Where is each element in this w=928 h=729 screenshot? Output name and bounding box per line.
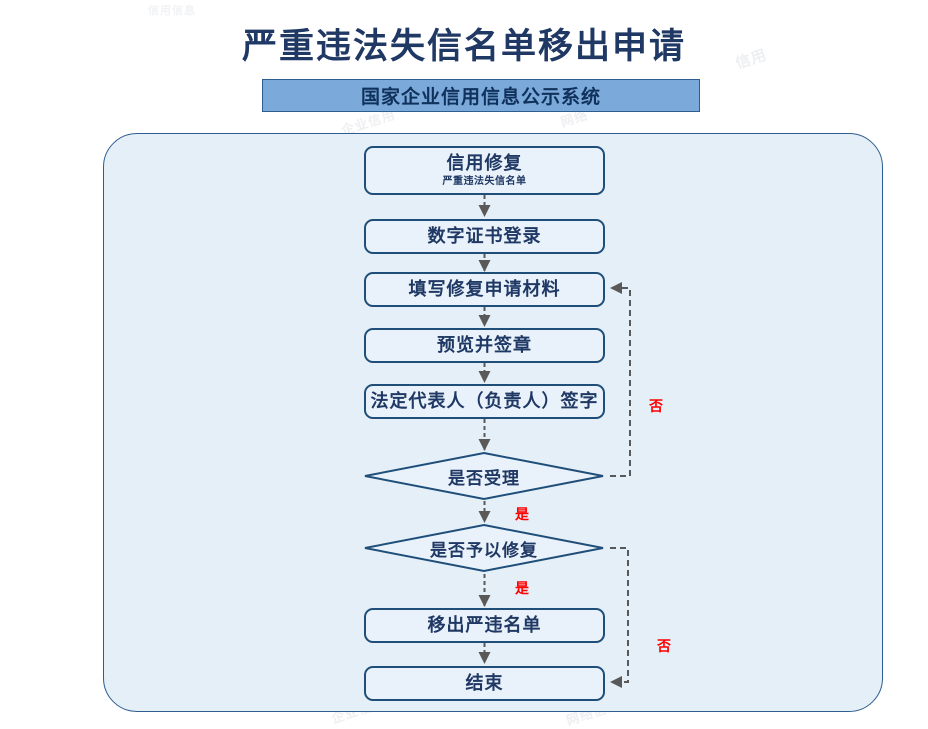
node-fill-materials[interactable]: 填写修复申请材料 [364,272,605,307]
node-credit-repair-subtitle: 严重违法失信名单 [442,175,527,187]
page-title: 严重违法失信名单移出申请 [241,27,686,67]
node-remove-listing-title: 移出严违名单 [427,614,542,636]
node-accept-decision-title: 是否受理 [448,468,520,489]
node-preview-seal[interactable]: 预览并签章 [364,328,605,363]
repair-decision-diamond-shape [364,523,604,573]
branch-label-repair-no: 否 [657,639,672,655]
node-repair-decision-title: 是否予以修复 [430,540,538,561]
node-end[interactable]: 结束 [364,666,605,701]
branch-label-accept-yes: 是 [515,507,530,523]
node-cert-login-title: 数字证书登录 [427,225,542,247]
node-preview-seal-title: 预览并签章 [437,334,532,356]
branch-label-accept-no: 否 [649,399,664,415]
node-cert-login[interactable]: 数字证书登录 [364,219,605,254]
node-credit-repair-title: 信用修复 [446,153,523,175]
node-end-title: 结束 [465,672,504,694]
node-legal-rep-sign-title: 法定代表人（负责人）签字 [370,390,599,412]
node-repair-decision[interactable]: 是否予以修复 [364,523,604,573]
node-remove-listing[interactable]: 移出严违名单 [364,608,605,643]
node-accept-decision[interactable]: 是否受理 [364,451,604,501]
watermark-top: 信用信息 [148,4,196,17]
system-banner-label: 国家企业信用信息公示系统 [360,86,601,108]
node-legal-rep-sign[interactable]: 法定代表人（负责人）签字 [364,384,605,419]
node-credit-repair[interactable]: 信用修复 严重违法失信名单 [364,146,605,195]
node-fill-materials-title: 填写修复申请材料 [408,278,561,300]
system-banner: 国家企业信用信息公示系统 [262,79,700,112]
accept-decision-diamond-shape [364,451,604,501]
branch-label-repair-yes: 是 [515,581,530,597]
